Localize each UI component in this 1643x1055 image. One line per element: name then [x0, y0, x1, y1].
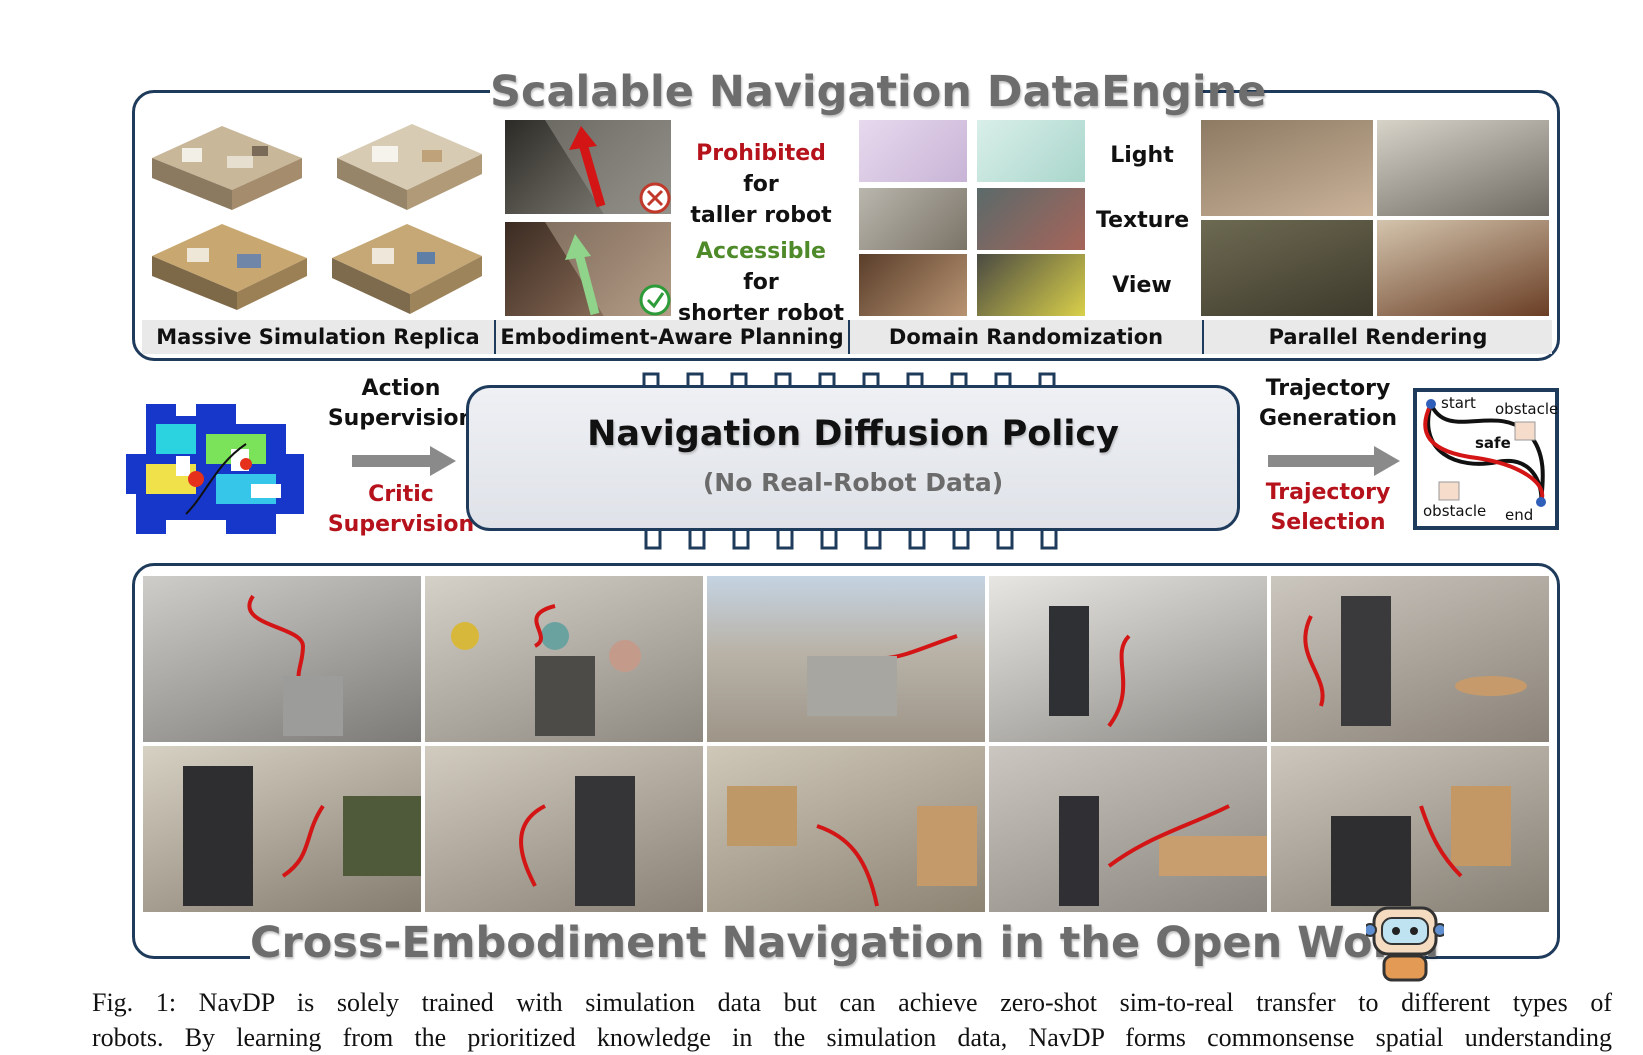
prohibited-target: taller robot [690, 203, 832, 228]
section-divider [1202, 320, 1204, 354]
randomization-photo-1 [858, 119, 968, 183]
red-path-arrow [545, 120, 671, 214]
real-world-photo-10 [1270, 745, 1550, 913]
real-world-photo-4 [988, 575, 1268, 743]
obstacle-box-top [1514, 421, 1536, 441]
accessible-icon [639, 284, 671, 316]
real-world-photo-9 [988, 745, 1268, 913]
section-label-replica: Massive Simulation Replica [142, 320, 494, 354]
section-label-randomization: Domain Randomization [850, 320, 1202, 354]
randomization-photo-3 [858, 187, 968, 251]
simulation-replica-images [142, 118, 492, 318]
texture-label: Texture [1096, 208, 1190, 233]
real-world-photo-3 [706, 575, 986, 743]
critic-supervision-label: Critic Supervision [322, 480, 480, 540]
trajectory-generation-label: Trajectory Generation [1252, 374, 1404, 434]
section-label-planning: Embodiment-Aware Planning [496, 320, 848, 354]
randomization-photo-4 [976, 187, 1086, 251]
real-world-photo-2 [424, 575, 704, 743]
view-label: View [1112, 273, 1172, 298]
policy-subtitle: (No Real-Robot Data) [702, 468, 1004, 497]
action-supervision-label: Action Supervision [322, 374, 480, 434]
trajectory-inset: start obstacle safe obstacle end [1413, 388, 1559, 530]
supervision-word: Supervision [327, 406, 475, 431]
policy-box [466, 385, 1240, 531]
heatmap-map-illustration [126, 404, 304, 534]
prohibited-for: for [743, 172, 779, 197]
action-word: Action [361, 376, 441, 401]
section-divider [494, 320, 496, 354]
randomization-photo-5 [858, 253, 968, 317]
rendering-photo-1 [1200, 119, 1374, 217]
floorplan-models-illustration [152, 124, 482, 314]
obstacle-box-bottom [1438, 481, 1460, 501]
critic-word: Critic [368, 482, 434, 507]
real-world-photo-1 [142, 575, 422, 743]
accessible-for: for [743, 270, 779, 295]
real-world-photo-8 [706, 745, 986, 913]
inset-obstacle-bottom-label: obstacle [1423, 502, 1487, 520]
green-path-arrow [545, 222, 671, 316]
section-divider [848, 320, 850, 354]
real-world-photo-7 [424, 745, 704, 913]
generation-word: Generation [1258, 406, 1398, 431]
inset-safe-label: safe [1475, 434, 1511, 452]
trajectory-diagram [1423, 399, 1546, 507]
inset-start-label: start [1441, 394, 1476, 412]
caption-line-1: Fig. 1: NavDP is solely trained with sim… [92, 988, 1612, 1017]
real-world-photo-6 [142, 745, 422, 913]
left-flow-arrow [352, 446, 456, 476]
robot-mascot-icon [1366, 906, 1444, 982]
real-world-photo-5 [1270, 575, 1550, 743]
rendering-photo-2 [1376, 119, 1550, 217]
critic-supervision-word: Supervision [327, 512, 475, 537]
prohibited-note: Prohibited for taller robot [676, 138, 846, 231]
navigation-heatmap [126, 394, 304, 534]
right-flow-arrow [1268, 446, 1400, 476]
accessible-note: Accessible for shorter robot [676, 236, 846, 329]
open-world-title: Cross-Embodiment Navigation in the Open … [250, 914, 1439, 972]
randomization-photo-2 [976, 119, 1086, 183]
rendering-photo-3 [1200, 219, 1374, 317]
selection-word: Selection [1270, 510, 1386, 535]
policy-title: Navigation Diffusion Policy [587, 414, 1119, 454]
trajectory-word-2: Trajectory [1265, 480, 1391, 505]
embodiment-photo-shorter [504, 221, 672, 317]
prohibited-word: Prohibited [696, 141, 826, 166]
start-dot [1426, 399, 1436, 409]
inset-end-label: end [1505, 506, 1534, 524]
trajectory-word: Trajectory [1265, 376, 1391, 401]
figure-caption: Fig. 1: NavDP is solely trained with sim… [92, 985, 1612, 1055]
caption-line-2: robots. By learning from the prioritized… [92, 1023, 1612, 1052]
end-dot [1536, 497, 1546, 507]
embodiment-photo-taller [504, 119, 672, 215]
accessible-word: Accessible [696, 239, 826, 264]
inset-obstacle-top-label: obstacle [1495, 400, 1559, 418]
section-label-rendering: Parallel Rendering [1204, 320, 1552, 354]
rendering-photo-4 [1376, 219, 1550, 317]
data-engine-title: Scalable Navigation DataEngine [490, 64, 1266, 120]
light-label: Light [1110, 143, 1174, 168]
randomization-photo-6 [976, 253, 1086, 317]
trajectory-selection-label: Trajectory Selection [1252, 478, 1404, 538]
